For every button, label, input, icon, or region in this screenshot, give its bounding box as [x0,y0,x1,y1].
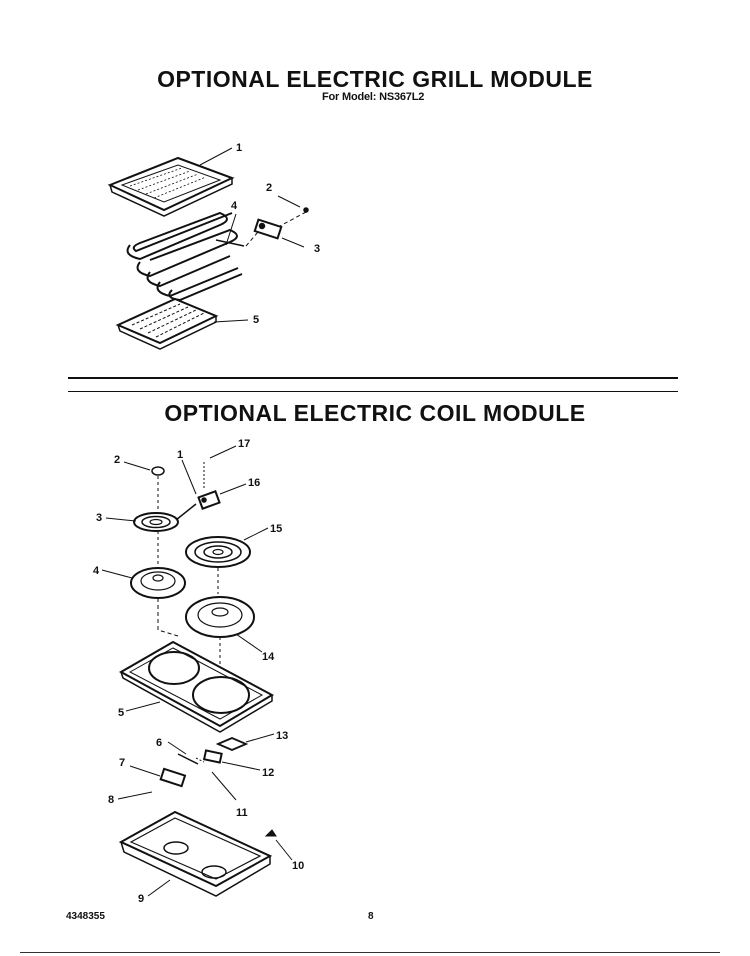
coil-callout-labels: 1 2 3 4 5 6 7 8 9 10 11 12 13 14 15 16 1… [93,438,304,905]
coil-callout: 10 [292,860,304,872]
coil-small-drip-bowl-part [130,567,186,599]
coil-callout: 8 [108,794,114,806]
coil-callout: 15 [270,523,282,535]
coil-hardware-parts [159,737,249,788]
coil-callout: 16 [248,477,260,489]
coil-callout: 7 [119,757,125,769]
grill-callout: 3 [314,243,320,255]
coil-callout: 2 [114,454,120,466]
grill-callout: 1 [236,142,242,154]
coil-callout: 9 [138,893,144,905]
coil-callout: 4 [93,565,100,577]
coil-callout: 17 [238,438,250,450]
coil-terminal-block-part [197,490,221,510]
coil-cooktop-plate-part [118,640,275,733]
coil-callout: 13 [276,730,288,742]
grill-callout: 2 [266,182,272,194]
coil-large-element-part [185,536,251,568]
grill-drip-tray-part [115,297,219,350]
coil-callout: 12 [262,767,274,779]
coil-module-title: OPTIONAL ELECTRIC COIL MODULE [164,400,586,426]
grill-callout-labels: 1 2 3 4 5 [231,142,320,326]
grill-grate-part [107,156,235,217]
page-bottom-rule [20,952,720,953]
coil-callout: 11 [236,807,248,819]
coil-callout: 6 [156,737,162,749]
document-number: 4348355 [66,911,105,922]
coil-callout: 1 [177,449,183,461]
coil-burner-box-part [118,810,273,897]
coil-callout: 5 [118,707,124,719]
grill-callout: 4 [231,200,238,212]
coil-callout: 3 [96,512,102,524]
section-divider [68,377,678,379]
page-number: 8 [368,911,374,922]
grill-callout: 5 [253,314,259,326]
grill-connector-part [253,218,283,240]
coil-small-element-part [133,503,197,532]
coil-large-drip-bowl-part [185,596,255,638]
grill-module-title: OPTIONAL ELECTRIC GRILL MODULE [157,66,593,92]
coil-callout: 14 [262,651,275,663]
section-divider-thin [68,391,678,392]
grill-model-line: For Model: NS367L2 [322,91,425,103]
